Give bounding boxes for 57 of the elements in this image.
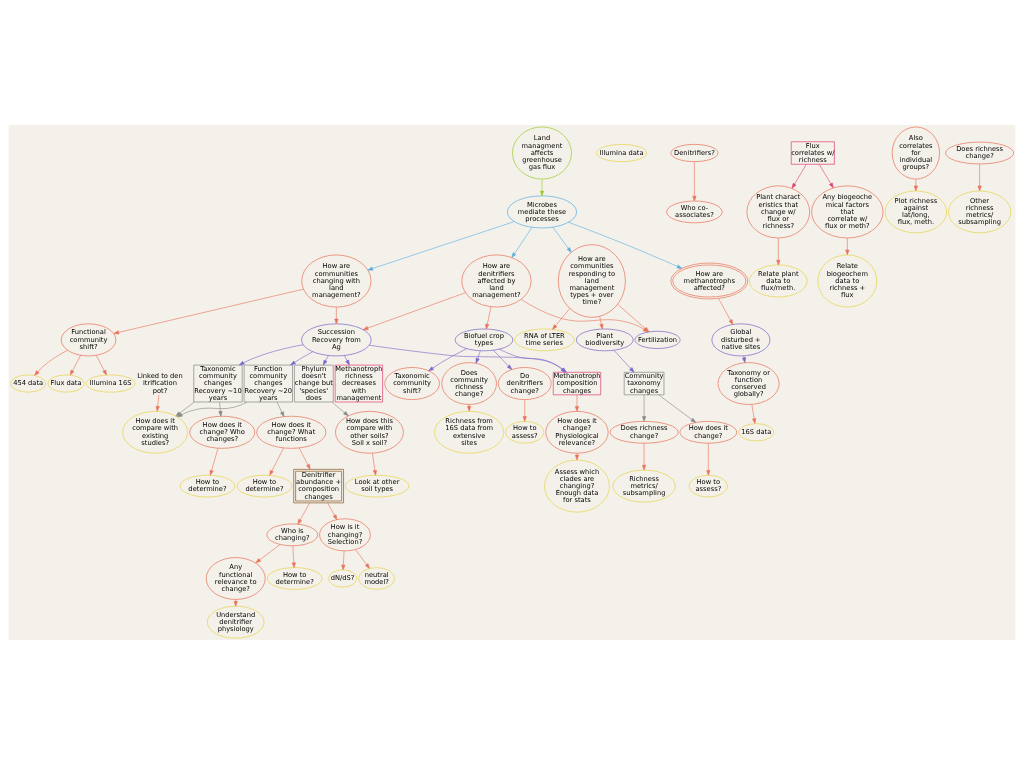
arrow (428, 347, 467, 371)
arrow (69, 354, 81, 375)
arrow (475, 349, 481, 363)
arrow (819, 163, 834, 188)
arrow (298, 447, 311, 469)
arrow (334, 306, 339, 324)
arrow (175, 401, 195, 416)
arrow (522, 398, 527, 422)
arrow (155, 394, 160, 412)
arrow (977, 163, 982, 191)
arrow (255, 543, 281, 563)
arrow (642, 442, 647, 470)
arrow (552, 226, 572, 253)
arrow (575, 452, 579, 460)
arrow (344, 354, 350, 365)
arrow (113, 288, 304, 334)
arrow (613, 349, 635, 372)
arrow (362, 291, 466, 330)
arrow (177, 401, 248, 417)
arrow (692, 160, 697, 201)
arrow (511, 226, 533, 258)
arrow (540, 178, 544, 196)
arrow (742, 355, 746, 363)
arrow (658, 394, 697, 423)
arrow (276, 401, 285, 417)
arrow (291, 545, 296, 568)
arrow (34, 349, 68, 376)
arrow (372, 452, 377, 475)
arrow (776, 237, 781, 265)
arrow (323, 354, 329, 365)
arrow (751, 403, 757, 424)
arrow (355, 548, 370, 569)
arrow (233, 598, 238, 606)
arrow (791, 163, 807, 189)
arrow (209, 447, 219, 476)
arrow (718, 297, 734, 325)
arrow (493, 349, 513, 370)
arrow (238, 343, 304, 365)
arrow (845, 237, 850, 255)
arrow (467, 403, 472, 411)
arrow (913, 178, 918, 191)
arrow (642, 394, 647, 422)
arrow (290, 351, 314, 365)
arrow (706, 442, 711, 475)
arrow (331, 401, 349, 416)
arrow (599, 315, 604, 329)
arrow (218, 401, 223, 417)
arrow (341, 550, 346, 570)
arrow (327, 502, 338, 520)
arrow (568, 221, 683, 269)
arrow (297, 502, 310, 525)
arrow (485, 306, 492, 329)
arrow (95, 354, 107, 375)
arrow (552, 307, 571, 330)
arrow (575, 394, 579, 412)
arrow (269, 447, 284, 476)
arrow (367, 220, 515, 270)
